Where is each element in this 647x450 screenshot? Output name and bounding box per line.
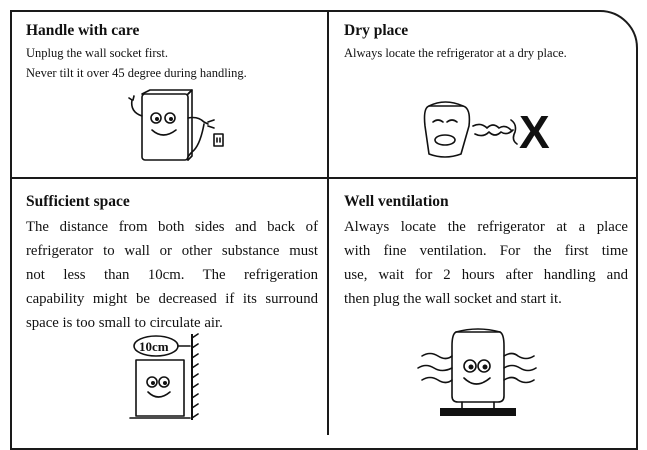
column-divider — [327, 10, 329, 435]
section-line: The distance from both sides and back of — [26, 219, 318, 235]
section-title: Handle with care — [26, 22, 140, 39]
ventilated-fridge-illustration — [417, 328, 537, 416]
fridge-wall-distance-illustration: 10cm — [129, 333, 199, 420]
section-line: Never tilt it over 45 degree during hand… — [26, 66, 247, 80]
section-handle-with-care: Handle with care Unplug the wall socket … — [26, 22, 321, 83]
section-dry-place: Dry place Always locate the refrigerator… — [344, 22, 629, 63]
section-title: Dry place — [344, 22, 409, 39]
section-line: refrigerator to wall or other substance … — [26, 243, 318, 259]
section-line: space is too small to circulate air. — [26, 315, 223, 331]
section-line: not less than 10cm. The refrigeration — [26, 267, 318, 283]
sad-fridge-water-illustration: X — [423, 101, 550, 158]
distance-label: 10cm — [139, 339, 169, 354]
section-line: Always locate the refrigerator at a dry … — [344, 46, 567, 60]
row-divider — [10, 177, 638, 179]
section-well-ventilation: Well ventilation Always locate the refri… — [344, 193, 628, 311]
x-mark: X — [519, 106, 550, 158]
section-line: with fine ventilation. For the first tim… — [344, 243, 628, 259]
section-line: use, wait for 2 hours after handling and — [344, 267, 628, 283]
section-line: Unplug the wall socket first. — [26, 46, 168, 60]
section-line: then plug the wall socket and start it. — [344, 291, 562, 307]
section-sufficient-space: Sufficient space The distance from both … — [26, 193, 318, 335]
section-line: capability might be decreased if its sur… — [26, 291, 318, 307]
unplug-fridge-illustration — [128, 89, 224, 161]
section-line: Always locate the refrigerator at a plac… — [344, 219, 628, 235]
section-title: Sufficient space — [26, 193, 130, 210]
section-title: Well ventilation — [344, 193, 449, 210]
